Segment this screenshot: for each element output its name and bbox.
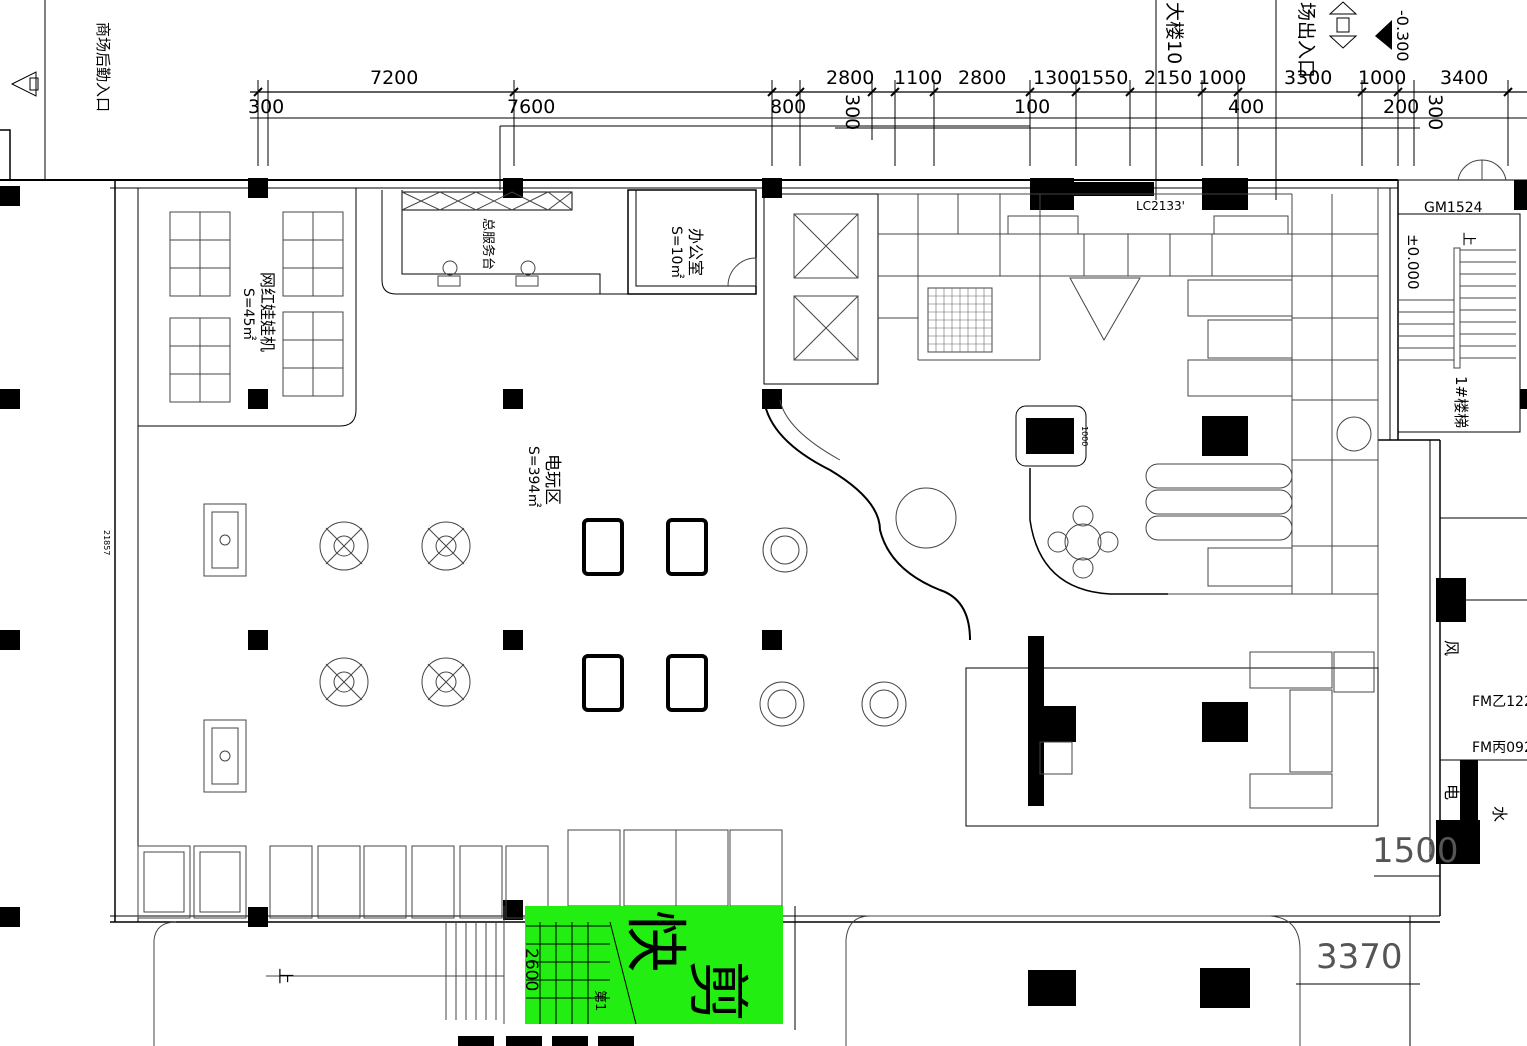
door-gm-label: GM1524 <box>1424 200 1483 216</box>
dim-2150: 2150 <box>1144 67 1192 89</box>
dim-300: 300 <box>248 96 284 118</box>
bottom-machine-row <box>137 829 783 919</box>
door-mark-icon <box>29 77 39 91</box>
doll-machine-area-text: S=45㎡ <box>240 288 256 340</box>
dim-1300: 1300 <box>1033 67 1081 89</box>
bottom-left-stairs: 上 <box>153 906 634 1046</box>
service-desk-label: 总服务台 <box>480 218 496 270</box>
dim-400: 400 <box>1228 96 1264 118</box>
right-edge-rooms: 风 电 水 FM乙122 FM丙092 1500 <box>1372 517 1527 877</box>
dim-7200: 7200 <box>370 67 418 89</box>
dim-1000-a: 1000 <box>1198 67 1246 89</box>
elevation-top-label: -0.300 <box>1393 10 1412 62</box>
dim-2800-b: 2800 <box>958 67 1006 89</box>
bottom-right-area: 3370 <box>845 915 1420 1046</box>
direction-arrow-icon <box>10 71 37 97</box>
dim-1100: 1100 <box>894 67 942 89</box>
door-fm2-label: FM丙092 <box>1472 740 1527 756</box>
elevation-marker-icon <box>1375 20 1392 50</box>
doll-machine-label: 网红娃娃机 <box>258 272 277 352</box>
water-room-label: 水 <box>1490 806 1509 822</box>
stair-1: GM1524 ±0.000 1#楼梯 上 <box>1397 159 1521 433</box>
elec-room-label: 电 <box>1442 784 1461 800</box>
game-zone-area-text: S=394㎡ <box>525 446 541 507</box>
stair-highlight-zone: 快 剪 2600 第1 <box>521 906 796 1030</box>
dim-300-vert-a: 300 <box>841 94 863 130</box>
top-labels: 商场后勤入口 大楼10 场出入口 -0.300 <box>10 1 1412 112</box>
racing-seats <box>759 487 957 727</box>
dim-21857: 21857 <box>102 530 111 555</box>
down-arrow-icon <box>1328 35 1358 49</box>
dim-300-vert-b: 300 <box>1424 94 1446 130</box>
walls: 21857 <box>0 129 1441 923</box>
dim-200: 200 <box>1383 96 1419 118</box>
rear-entrance-label: 商场后勤入口 <box>94 22 112 112</box>
stair-1-label: 1#楼梯 <box>1452 376 1470 428</box>
dim-3300: 3300 <box>1284 67 1332 89</box>
top-stair-label: 大楼10 <box>1163 2 1185 64</box>
dim-2800-a: 2800 <box>826 67 874 89</box>
arcade-cabinets <box>582 518 708 712</box>
dim-3400: 3400 <box>1440 67 1488 89</box>
central-zone: LC2133' 1000 <box>763 188 1379 827</box>
doll-machine-area: 网红娃娃机 S=45㎡ <box>137 188 357 427</box>
door-fm1-label: FM乙122 <box>1472 694 1527 710</box>
game-zone-label: 电玩区 <box>542 454 562 505</box>
cut-label-kuai: 快 <box>619 910 692 972</box>
dim-100: 100 <box>1014 96 1050 118</box>
dim-7600: 7600 <box>507 96 555 118</box>
cut-label-jian: 剪 <box>681 960 754 1022</box>
air-hockey-tables <box>203 503 247 793</box>
exit-label: 场出入口 <box>1295 2 1317 78</box>
office-label: 办公室 <box>686 228 705 276</box>
up-mark: 上 <box>276 968 295 984</box>
dim-2600: 2600 <box>521 948 541 991</box>
dim-1000-b: 1000 <box>1358 67 1406 89</box>
dim-800: 800 <box>770 96 806 118</box>
dim-1550: 1550 <box>1080 67 1128 89</box>
office-area-text: S=10㎡ <box>668 226 684 278</box>
elevation-stair-label: ±0.000 <box>1404 234 1422 290</box>
window-code: LC2133' <box>1136 199 1185 213</box>
dimension-lines: 7200 2800 1100 2800 1300 1550 2150 1000 … <box>0 0 1527 200</box>
service-desk-area: 总服务台 办公室 S=10㎡ <box>381 189 757 295</box>
up-mark-right: 上 <box>1460 232 1476 246</box>
dim-1500: 1500 <box>1372 831 1459 871</box>
dim-3370: 3370 <box>1316 937 1403 977</box>
wind-room-label: 风 <box>1442 640 1461 656</box>
up-arrow-icon <box>1328 1 1358 15</box>
pillar-1000: 1000 <box>1080 426 1089 446</box>
dance-machines <box>319 521 471 707</box>
stair-mark-label: 第1 <box>592 990 607 1011</box>
